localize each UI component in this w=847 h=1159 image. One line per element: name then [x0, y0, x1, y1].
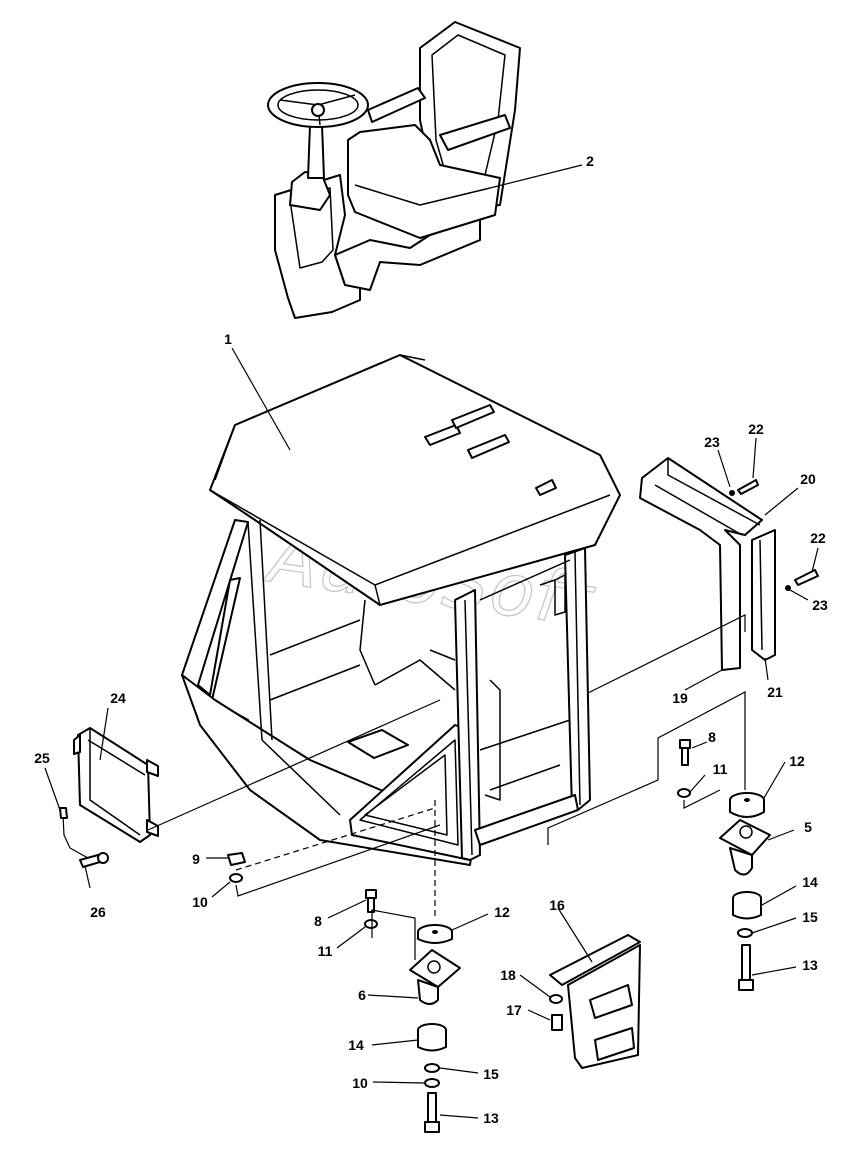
callout-15-center: 15: [483, 1066, 499, 1082]
callout-14-right: 14: [802, 874, 818, 890]
callout-8-center: 8: [314, 913, 322, 929]
callout-23-upper: 23: [704, 434, 720, 450]
callout-22-lower: 22: [810, 530, 826, 546]
callout-23-lower: 23: [812, 597, 828, 613]
callout-9: 9: [192, 851, 200, 867]
rail-assembly: [639, 457, 776, 671]
callouts: 1 2 24 25 26 23 22 20 22 23 19 21 8 11 1…: [34, 153, 828, 1126]
callout-6: 6: [358, 987, 366, 1003]
callout-22-upper: 22: [748, 421, 764, 437]
callout-17: 17: [506, 1002, 522, 1018]
callout-16: 16: [549, 897, 565, 913]
mount-6: [409, 949, 461, 1005]
callout-18: 18: [500, 967, 516, 983]
bolt-13-center: [424, 1092, 440, 1133]
callout-14-center: 14: [348, 1037, 364, 1053]
callout-24: 24: [110, 690, 126, 706]
bolt-26: [79, 852, 109, 868]
washer-11-right: [677, 788, 691, 798]
callout-12-right: 12: [789, 753, 805, 769]
pad-12-right: [729, 792, 765, 818]
clip-25: [59, 807, 68, 819]
pin-22-upper: [729, 479, 759, 496]
washer-10-left: [229, 873, 243, 883]
callout-21: 21: [767, 684, 783, 700]
bolt-13-right: [738, 944, 754, 991]
callout-5: 5: [804, 819, 812, 835]
callout-25: 25: [34, 750, 50, 766]
bolt-8-right: [679, 739, 691, 766]
bolt-8-center: [365, 889, 377, 913]
nut-9: [227, 852, 246, 866]
pad-12-center: [417, 924, 453, 944]
cushion-14-right: [732, 891, 762, 920]
callout-13-center: 13: [483, 1110, 499, 1126]
callout-13-right: 13: [802, 957, 818, 973]
callout-11-right: 11: [713, 761, 728, 777]
callout-20: 20: [800, 471, 816, 487]
callout-8-right: 8: [708, 729, 716, 745]
callout-10-center: 10: [352, 1075, 368, 1091]
callout-1: 1: [224, 331, 232, 347]
pin-22-lower: [785, 569, 819, 591]
callout-19: 19: [672, 690, 688, 706]
cushion-14-center: [417, 1023, 447, 1052]
leader-lines: [44, 164, 819, 1119]
cab-assembly: [181, 354, 621, 866]
callout-15-right: 15: [802, 909, 818, 925]
step-16: [549, 934, 641, 1069]
door-panel: [73, 727, 159, 843]
callout-10-left: 10: [192, 894, 208, 910]
callout-26: 26: [90, 904, 106, 920]
seat-steering-assembly: [267, 21, 521, 319]
washer-18: [549, 994, 563, 1004]
washer-15-right: [737, 928, 753, 938]
bolt-17: [551, 1014, 563, 1031]
mount-5: [719, 819, 771, 876]
callout-11-center: 11: [318, 943, 333, 959]
rod-25: [62, 814, 100, 859]
washer-15-center: [424, 1063, 440, 1073]
washer-11-center: [364, 919, 378, 929]
callout-2: 2: [586, 153, 594, 169]
washer-10-center: [424, 1078, 440, 1088]
callout-12-center: 12: [494, 904, 510, 920]
